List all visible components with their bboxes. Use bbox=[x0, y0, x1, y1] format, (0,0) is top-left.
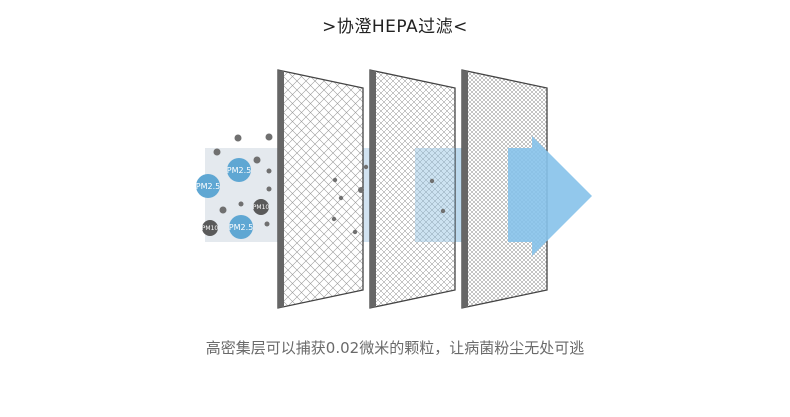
pm25-particle: PM2.5 bbox=[227, 158, 251, 182]
svg-text:PM2.5: PM2.5 bbox=[196, 182, 220, 191]
dust-particles bbox=[213, 133, 446, 235]
description-caption: 高密集层可以捕获0.02微米的颗粒，让病菌粉尘无处可逃 bbox=[205, 339, 585, 357]
svg-text:PM10: PM10 bbox=[253, 204, 270, 211]
filter-layer-2 bbox=[369, 69, 456, 309]
flow-arrow-icon bbox=[508, 136, 592, 256]
svg-text:PM10: PM10 bbox=[202, 225, 219, 232]
pm25-particle: PM2.5 bbox=[229, 215, 253, 239]
pm25-particle: PM2.5 bbox=[196, 174, 220, 198]
air-flow-overlap bbox=[415, 148, 455, 242]
filter-layer-3 bbox=[461, 69, 548, 309]
page-title: >协澄HEPA过滤< bbox=[322, 17, 468, 37]
svg-text:PM2.5: PM2.5 bbox=[227, 166, 251, 175]
filter-layer-1 bbox=[277, 69, 364, 309]
pm10-particle: PM10 bbox=[253, 199, 270, 215]
svg-text:PM2.5: PM2.5 bbox=[229, 223, 253, 232]
pm10-particle: PM10 bbox=[202, 220, 219, 236]
